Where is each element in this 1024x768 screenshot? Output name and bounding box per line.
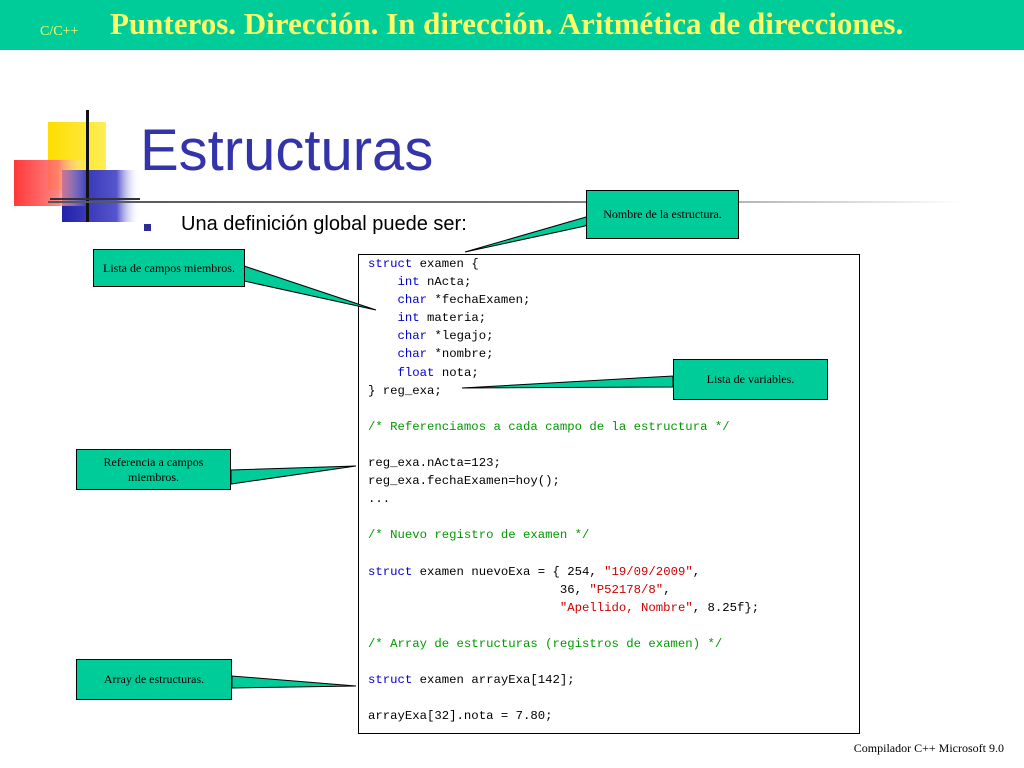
code-line <box>368 545 759 563</box>
code-line: /* Array de estructuras (registros de ex… <box>368 635 759 653</box>
code-token <box>368 601 560 615</box>
code-token: "19/09/2009" <box>604 564 693 579</box>
code-token: , <box>692 564 701 579</box>
code-token <box>368 347 398 361</box>
code-token: int <box>397 311 420 326</box>
code-token: char <box>397 329 428 344</box>
callout-array: Array de estructuras. <box>76 659 232 700</box>
code-token: struct <box>368 673 413 688</box>
code-line: ... <box>368 490 759 508</box>
code-line: /* Nuevo registro de examen */ <box>368 526 759 544</box>
code-line: } reg_exa; <box>368 382 759 400</box>
connector-array <box>231 675 357 689</box>
code-token: examen nuevoExa = { 254, <box>412 564 605 579</box>
code-token: "P52178/8" <box>589 582 664 597</box>
code-token <box>368 275 398 289</box>
code-token: arrayExa[32].nota = 7.80; <box>368 709 553 724</box>
header-bar: C/C++ Punteros. Dirección. In dirección.… <box>0 0 1024 50</box>
code-token: /* Array de estructuras (registros de ex… <box>368 636 723 651</box>
code-token: char <box>397 293 428 308</box>
code-line: struct examen { <box>368 255 759 273</box>
code-token <box>368 366 398 380</box>
code-token: struct <box>368 257 413 271</box>
code-line: char *nombre; <box>368 345 759 363</box>
code-token: *nombre; <box>427 347 494 362</box>
code-token: *fechaExamen; <box>427 293 531 308</box>
code-line: 36, "P52178/8", <box>368 581 759 599</box>
code-token: char <box>397 347 428 362</box>
code-line <box>368 653 759 671</box>
code-line: struct examen nuevoExa = { 254, "19/09/2… <box>368 563 759 581</box>
code-line: "Apellido, Nombre", 8.25f}; <box>368 599 759 617</box>
code-token: struct <box>368 564 413 579</box>
code-token: *legajo; <box>427 329 494 344</box>
code-line <box>368 400 759 418</box>
header-title: Punteros. Dirección. In dirección. Aritm… <box>110 6 904 41</box>
code-token: reg_exa.nActa=123; <box>368 456 501 471</box>
footer-text: Compilador C++ Microsoft 9.0 <box>853 741 1004 755</box>
colored-squares-logo-icon <box>14 110 140 222</box>
code-line: char *legajo; <box>368 327 759 345</box>
code-line: int materia; <box>368 309 759 327</box>
bullet-text: Una definición global puede ser: <box>181 213 467 235</box>
connector-member-ref <box>230 465 357 485</box>
code-token: int <box>397 275 420 290</box>
code-lines: struct examen { int nActa; char *fechaEx… <box>368 255 759 725</box>
code-line <box>368 617 759 635</box>
slide-title: Estructuras <box>140 118 434 183</box>
code-line: arrayExa[32].nota = 7.80; <box>368 707 759 725</box>
square-bullet-icon <box>144 224 151 231</box>
callout-variables: Lista de variables. <box>673 359 828 400</box>
code-token: nActa; <box>419 275 472 290</box>
code-line <box>368 508 759 526</box>
code-line: /* Referenciamos a cada campo de la estr… <box>368 418 759 436</box>
code-line: reg_exa.fechaExamen=hoy(); <box>368 472 759 490</box>
connector-fields <box>243 265 377 311</box>
code-token: } reg_exa; <box>368 383 442 398</box>
code-token <box>368 293 398 307</box>
code-token: , 8.25f}; <box>692 600 760 615</box>
header-tag: C/C++ <box>40 24 79 39</box>
code-token: materia; <box>419 311 487 326</box>
callout-struct-name: Nombre de la estructura. <box>586 190 739 239</box>
callout-member-ref: Referencia a campos miembros. <box>76 449 231 490</box>
code-token <box>368 329 398 343</box>
code-line: char *fechaExamen; <box>368 291 759 309</box>
callout-fields: Lista de campos miembros. <box>93 249 245 287</box>
code-token: /* Nuevo registro de examen */ <box>368 528 590 543</box>
code-token: /* Referenciamos a cada campo de la estr… <box>368 419 730 434</box>
code-token: examen arrayExa[142]; <box>412 673 575 688</box>
code-token: ... <box>368 492 391 507</box>
code-token: , <box>663 582 671 597</box>
code-token: float <box>397 365 435 380</box>
connector-struct-name <box>464 212 601 253</box>
code-line <box>368 689 759 707</box>
title-divider <box>48 201 964 203</box>
code-line: reg_exa.nActa=123; <box>368 454 759 472</box>
code-token: 36, <box>368 582 590 597</box>
code-token: reg_exa.fechaExamen=hoy(); <box>368 474 560 489</box>
code-token: nota; <box>434 365 479 380</box>
code-line: struct examen arrayExa[142]; <box>368 671 759 689</box>
code-line <box>368 436 759 454</box>
code-block: struct examen { int nActa; char *fechaEx… <box>358 254 860 734</box>
code-token: "Apellido, Nombre" <box>559 600 693 615</box>
code-token: examen { <box>412 257 479 271</box>
code-token <box>368 311 398 325</box>
code-line: int nActa; <box>368 273 759 291</box>
